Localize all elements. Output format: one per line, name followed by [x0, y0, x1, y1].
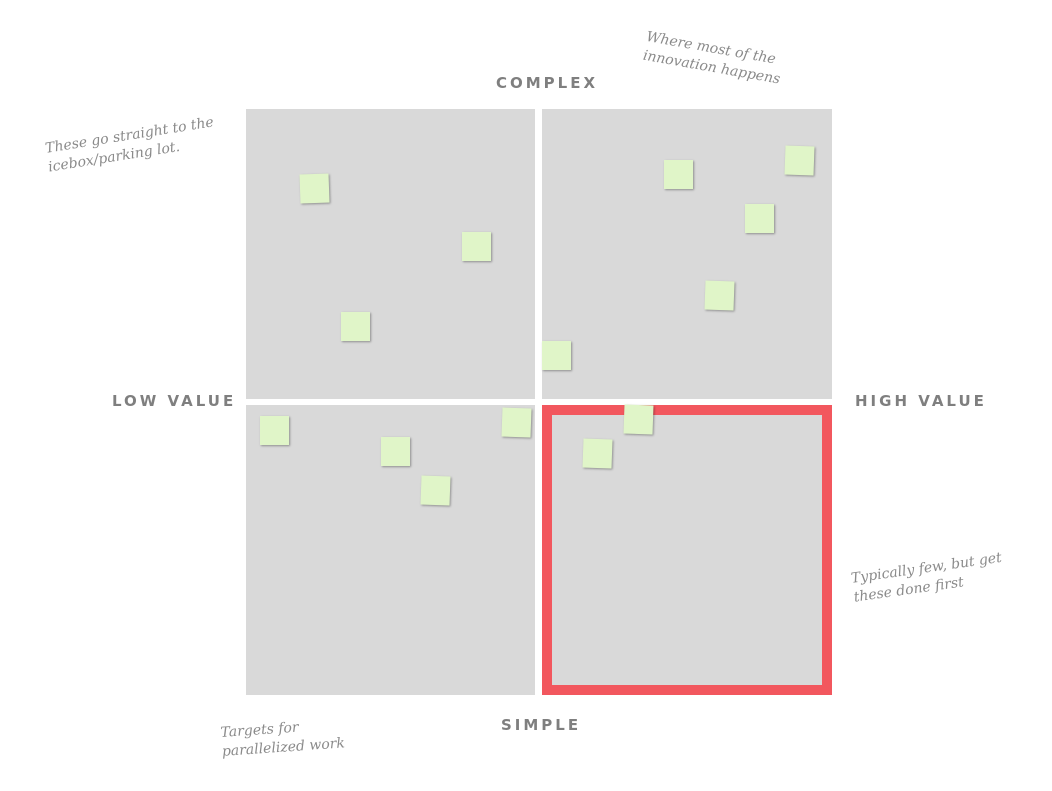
quadrant-complex-high-value	[542, 109, 832, 399]
sticky-note[interactable]	[623, 404, 654, 435]
annotation-icebox: These go straight to the icebox/parking …	[44, 113, 218, 177]
quadrant-complex-low-value	[246, 109, 535, 399]
sticky-note[interactable]	[341, 312, 370, 341]
annotation-parallelized: Targets for parallelized work	[220, 715, 346, 762]
axis-label-high-value: HIGH VALUE	[855, 392, 987, 410]
sticky-note[interactable]	[501, 407, 532, 438]
axis-label-complex: COMPLEX	[496, 74, 599, 92]
sticky-note[interactable]	[704, 280, 735, 311]
sticky-note[interactable]	[542, 341, 571, 370]
sticky-note[interactable]	[582, 438, 613, 469]
annotation-innovation: Where most of the innovation happens	[641, 28, 784, 90]
sticky-note[interactable]	[420, 475, 451, 506]
sticky-note[interactable]	[462, 232, 491, 261]
sticky-note[interactable]	[381, 437, 410, 466]
sticky-note[interactable]	[299, 173, 330, 204]
axis-label-simple: SIMPLE	[501, 716, 582, 734]
sticky-note[interactable]	[260, 416, 289, 445]
annotation-do-first: Typically few, but get these done first	[850, 549, 1006, 608]
axis-label-low-value: LOW VALUE	[112, 392, 237, 410]
sticky-note[interactable]	[745, 204, 774, 233]
sticky-note[interactable]	[664, 160, 693, 189]
sticky-note[interactable]	[784, 145, 815, 176]
